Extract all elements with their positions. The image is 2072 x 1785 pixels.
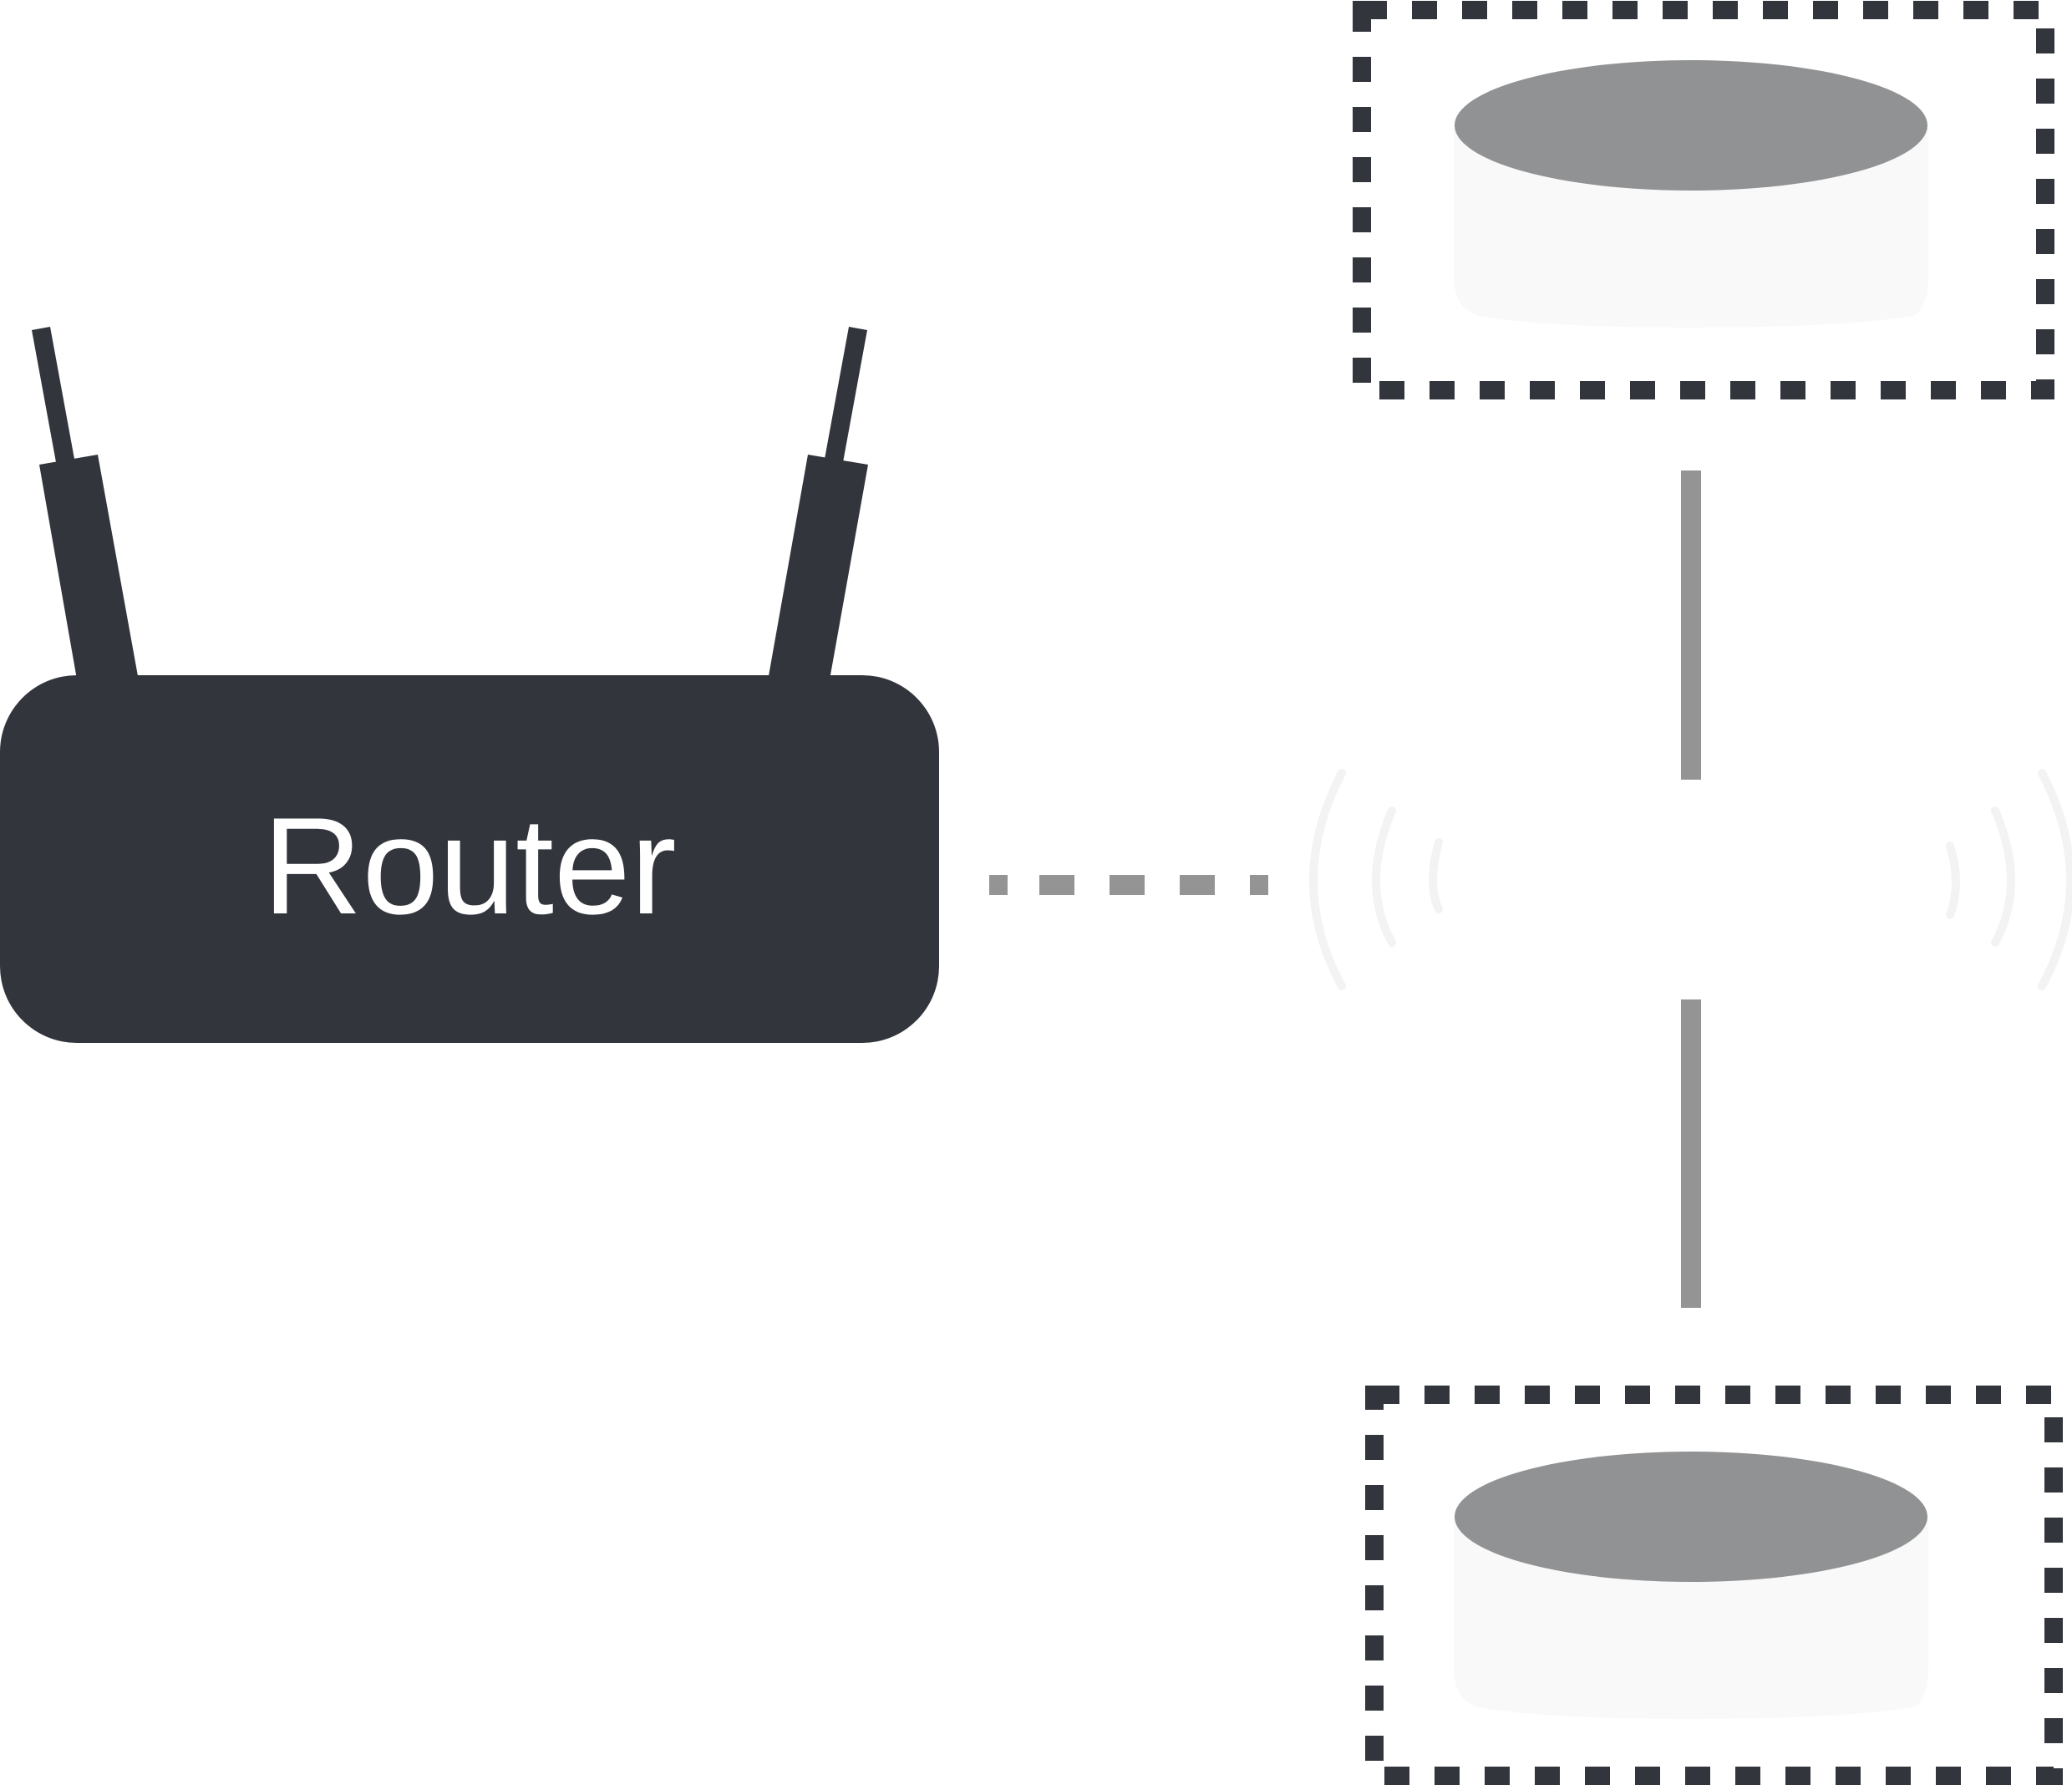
top-device-top [1455,60,1927,191]
router-antenna-left [32,327,140,694]
router-label: Router [262,789,676,943]
router-antenna-right [767,327,868,694]
puck-device-icon [1454,1452,1928,1719]
top-device-dashed-frame [1353,1,2054,399]
router-body [0,675,939,1043]
bottom-device [1365,1386,2063,1785]
wireless-signal-icon [1309,769,2072,990]
bottom-device-dashed-frame [1365,1386,2063,1785]
top-device [1353,1,2054,399]
router: Router [0,327,939,1043]
puck-device-icon [1454,60,1928,328]
bottom-device-top [1455,1452,1927,1582]
